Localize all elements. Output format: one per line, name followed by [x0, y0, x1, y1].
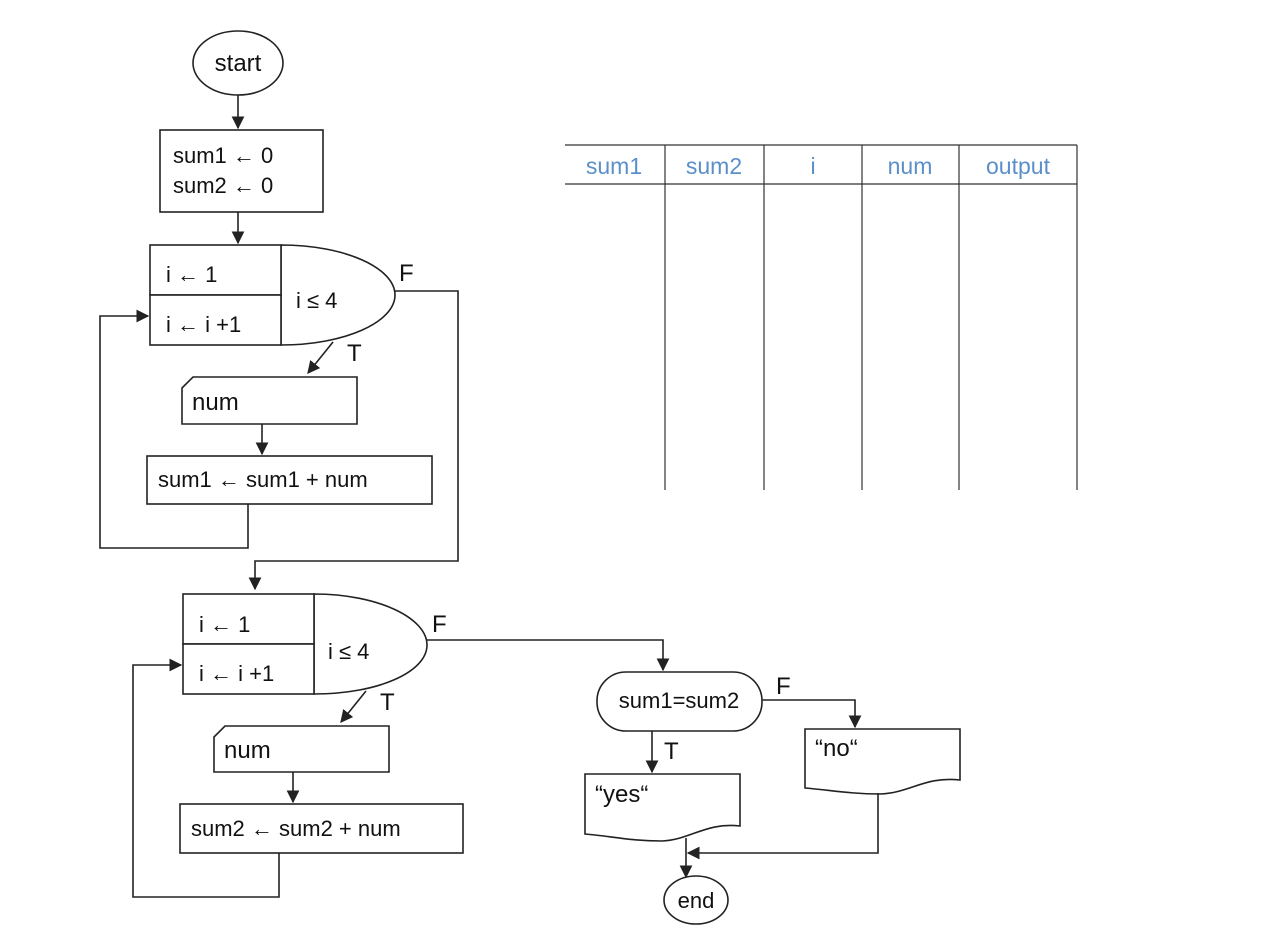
- loop1-init-text: i ← 1: [166, 262, 217, 287]
- loop1-step-cell: [149, 294, 282, 346]
- init-process-box: sum1 ← 0 sum2 ← 0: [159, 129, 324, 213]
- loop2-input-text: num: [224, 737, 271, 764]
- start-label: start: [215, 50, 262, 77]
- compare-decision: sum1=sum2: [596, 671, 763, 732]
- loop1-condition-shape: [280, 244, 396, 346]
- loop1-input-text: num: [192, 389, 239, 416]
- table-header-num: num: [888, 153, 933, 179]
- connector-loop2-true: [340, 690, 367, 723]
- loop1-cond-text: i ≤ 4: [296, 288, 337, 313]
- loop2-step-text: i ← i +1: [199, 661, 274, 686]
- loop2-step-cell: [182, 643, 315, 695]
- init-line1: sum1 ← 0: [173, 143, 273, 168]
- table-header-sum2: sum2: [686, 153, 742, 179]
- loop2-input-box: num: [213, 725, 390, 773]
- loop1-block: i ← 1 i ← i +1 i ≤ 4 F T: [149, 244, 414, 367]
- connector-no-merge: [686, 793, 879, 860]
- output-yes-box: “yes“: [584, 773, 741, 842]
- output-yes-text: “yes“: [595, 781, 648, 808]
- table-header-sum1: sum1: [586, 153, 642, 179]
- compare-false-label: F: [776, 673, 791, 700]
- loop1-back-edge: [99, 309, 249, 549]
- trace-table: sum1 sum2 i num output: [565, 144, 1078, 490]
- loop2-true-label: T: [380, 689, 395, 716]
- loop1-true-label: T: [347, 340, 362, 367]
- connector-loop1-true: [307, 341, 334, 374]
- loop2-cond-text: i ≤ 4: [328, 639, 369, 664]
- loop2-init-cell: [182, 593, 315, 645]
- loop2-process-box: sum2 ← sum2 + num: [179, 803, 464, 854]
- init-line2: sum2 ← 0: [173, 173, 273, 198]
- output-no-box: “no“: [804, 728, 961, 795]
- loop2-init-text: i ← 1: [199, 612, 250, 637]
- loop1-false-edge: [248, 290, 459, 591]
- loop2-back-edge: [132, 658, 280, 898]
- loop1-step-text: i ← i +1: [166, 312, 241, 337]
- loop2-condition-shape: [313, 593, 428, 695]
- compare-cond-text: sum1=sum2: [619, 688, 739, 713]
- table-header-i: i: [810, 153, 815, 179]
- loop1-init-cell: [149, 244, 282, 296]
- start-terminal: start: [192, 30, 284, 96]
- connector-compare-false: [762, 699, 862, 729]
- loop1-false-label: F: [399, 260, 414, 287]
- table-header-output: output: [986, 153, 1051, 179]
- loop2-block: i ← 1 i ← i +1 i ≤ 4 F T: [182, 593, 447, 716]
- end-terminal: end: [663, 875, 729, 925]
- loop2-false-label: F: [432, 611, 447, 638]
- loop2-process-text: sum2 ← sum2 + num: [191, 816, 401, 841]
- output-no-text: “no“: [815, 735, 858, 762]
- loop1-input-box: num: [181, 376, 358, 425]
- loop1-process-text: sum1 ← sum1 + num: [158, 467, 368, 492]
- end-label: end: [678, 888, 715, 913]
- loop2-false-edge: [427, 639, 670, 672]
- loop1-process-box: sum1 ← sum1 + num: [146, 455, 433, 505]
- compare-true-label: T: [664, 738, 679, 765]
